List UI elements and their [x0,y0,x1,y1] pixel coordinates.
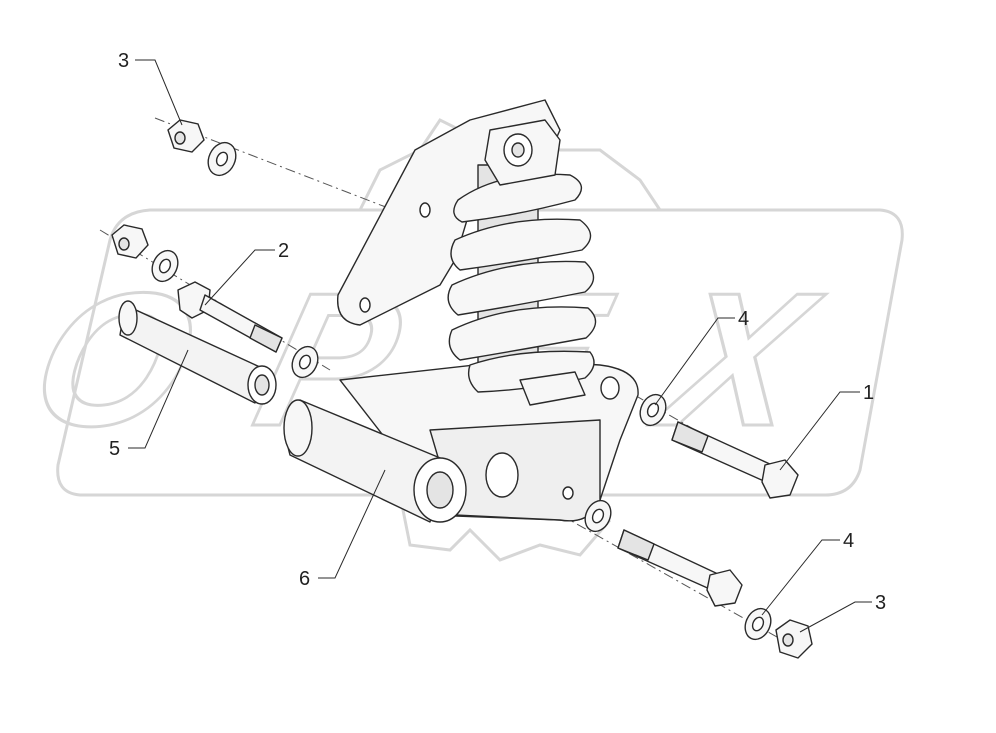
leader-4-mid [654,317,735,406]
watermark-gear-bottom [398,494,612,562]
leader-3-bottom [799,601,872,633]
washer-top [207,141,237,177]
axis-top [154,117,511,256]
leader-4-bottom [761,539,840,616]
washer-mid-left [151,249,179,283]
spring-coil-3 [447,260,595,316]
leader-5 [128,349,189,449]
washer-lower-bolt [584,499,612,533]
washer-part-4-lower [744,607,772,641]
washer-mid-right [291,345,319,379]
nut-3-mid-hole [118,237,130,251]
leader-1 [779,391,860,471]
roller-tube-bore [426,471,454,509]
bolt-1-lower-thread [617,529,655,561]
arm-small-hole [562,486,574,500]
washers [151,141,772,641]
spacer-tube-bore [254,374,270,396]
spring-coil-4 [448,306,597,361]
spring-coil-2 [450,218,592,271]
callout-4-bottom: 4 [843,530,854,552]
leader-3-top [135,59,183,126]
nut-3-mid-body [111,224,149,259]
spring-bottom-mount [519,371,586,406]
coil-spring [447,119,597,406]
callout-5: 5 [109,438,120,460]
washer-part-4-upper [639,393,667,427]
spacer-tube-left-end [118,300,138,336]
nut-3-top-body [167,119,205,153]
callout-labels: 3 2 4 1 5 6 4 3 [109,50,886,614]
callout-4-mid: 4 [738,308,749,330]
callout-6: 6 [299,568,310,590]
callout-3-top: 3 [118,50,129,72]
spacer-tube-part-5 [118,300,277,405]
arm-top-hole [600,376,620,400]
bolt-part-1-lower [617,529,743,607]
leader-6 [318,469,386,579]
bolt-part-2 [177,281,283,353]
bolt-part-1-upper [671,421,799,499]
bolt-2-thread [249,324,283,353]
nut-3-top-hole [174,131,186,145]
callout-2: 2 [278,240,289,262]
nut-3-bottom-body [775,619,813,659]
roller-tube-left-end [283,399,313,457]
callout-1: 1 [863,382,874,404]
spring-top-eye-bolt [511,142,525,158]
nut-3-bottom-hole [782,633,794,647]
nut-part-3-bottom [775,619,813,659]
nut-part-3-top [167,119,205,153]
watermark-frame [56,208,904,497]
arm-hole [485,452,519,498]
leader-lines [128,59,872,633]
bolt-1-upper-thread [671,421,709,453]
nut-part-3-mid [111,224,149,259]
bracket-hole-2 [359,297,371,313]
bolt-1-upper-head [761,459,799,499]
bolt-1-lower-head [706,569,743,607]
bracket-hole-1 [419,202,431,218]
callout-3-bottom: 3 [875,592,886,614]
leader-2 [204,249,275,306]
